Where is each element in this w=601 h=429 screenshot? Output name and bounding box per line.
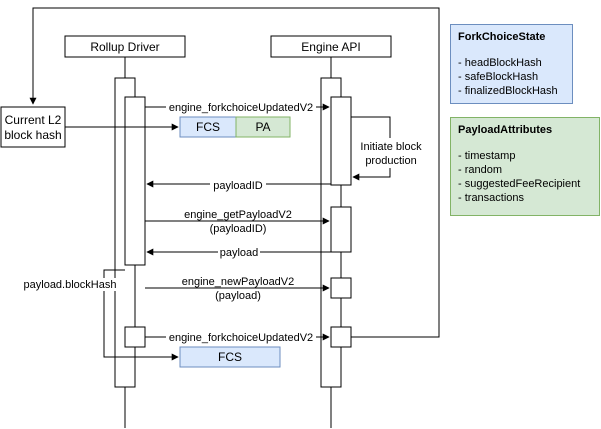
driver-activation-2	[124, 326, 146, 348]
payload-attributes-panel: PayloadAttributes - timestamp - random -…	[450, 117, 600, 216]
engine-activation-new-payload	[330, 277, 352, 299]
feedback-loop-connector	[29, 7, 440, 338]
fcs-field: - headBlockHash	[458, 57, 542, 69]
engine-activation-get-payload	[330, 206, 352, 253]
get-payload-label-1: engine_getPayloadV2	[184, 209, 292, 221]
engine-activation-fcu-2	[330, 326, 352, 348]
fork-choice-state-panel: ForkChoiceState - headBlockHash - safeBl…	[450, 24, 573, 104]
pa-field: - transactions	[458, 192, 525, 204]
pa-panel-title: PayloadAttributes	[458, 124, 553, 136]
fcs-chip-2-label: FCS	[218, 350, 242, 364]
fcs-chip-label: FCS	[196, 120, 220, 134]
driver-activation-1	[124, 96, 146, 266]
pa-chip	[235, 116, 291, 138]
get-payload-label-2: (payloadID)	[210, 223, 267, 235]
pa-field: - random	[458, 164, 503, 176]
engine-header: Engine API	[270, 35, 392, 58]
fcs-chip-2	[179, 346, 281, 368]
fcu-1-label: engine_forkchoiceUpdatedV2	[169, 102, 313, 114]
pa-chip-label: PA	[255, 120, 270, 134]
engine-header-label: Engine API	[301, 40, 360, 54]
block-hash-label-1: Current L2	[5, 113, 62, 127]
payload-hash-connector	[103, 269, 179, 361]
initiate-label-1: Initiate block	[360, 141, 422, 153]
engine-activation-fcu	[330, 96, 352, 186]
block-hash-box: Current L2 block hash	[0, 106, 66, 148]
pa-field: - suggestedFeeRecipient	[458, 178, 581, 190]
payload-label: payload	[220, 247, 259, 259]
fcs-field: - finalizedBlockHash	[458, 85, 558, 97]
new-payload-label-1: engine_newPayloadV2	[182, 276, 295, 288]
pa-field: - timestamp	[458, 150, 516, 162]
fcs-panel-title: ForkChoiceState	[458, 31, 546, 43]
driver-header: Rollup Driver	[64, 35, 186, 58]
driver-header-label: Rollup Driver	[90, 40, 159, 54]
fcs-field: - safeBlockHash	[458, 71, 539, 83]
initiate-label-2: production	[365, 155, 416, 167]
fcu-2-label: engine_forkchoiceUpdatedV2	[169, 332, 313, 344]
new-payload-label-2: (payload)	[215, 290, 261, 302]
block-hash-label-2: block hash	[4, 128, 61, 142]
payload-hash-label: payload.blockHash	[24, 279, 117, 291]
payload-id-label: payloadID	[213, 180, 263, 192]
